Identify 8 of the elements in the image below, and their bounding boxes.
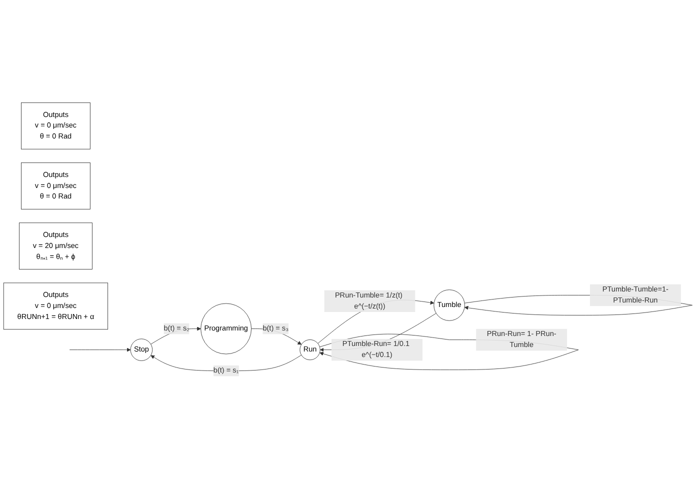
node-circle	[200, 303, 252, 354]
node-box	[21, 102, 90, 150]
node-circle	[434, 290, 465, 321]
node-circle	[130, 338, 153, 361]
node-box	[19, 222, 92, 270]
node-box	[21, 162, 90, 210]
node-box	[3, 282, 108, 330]
node-circle	[300, 339, 320, 360]
